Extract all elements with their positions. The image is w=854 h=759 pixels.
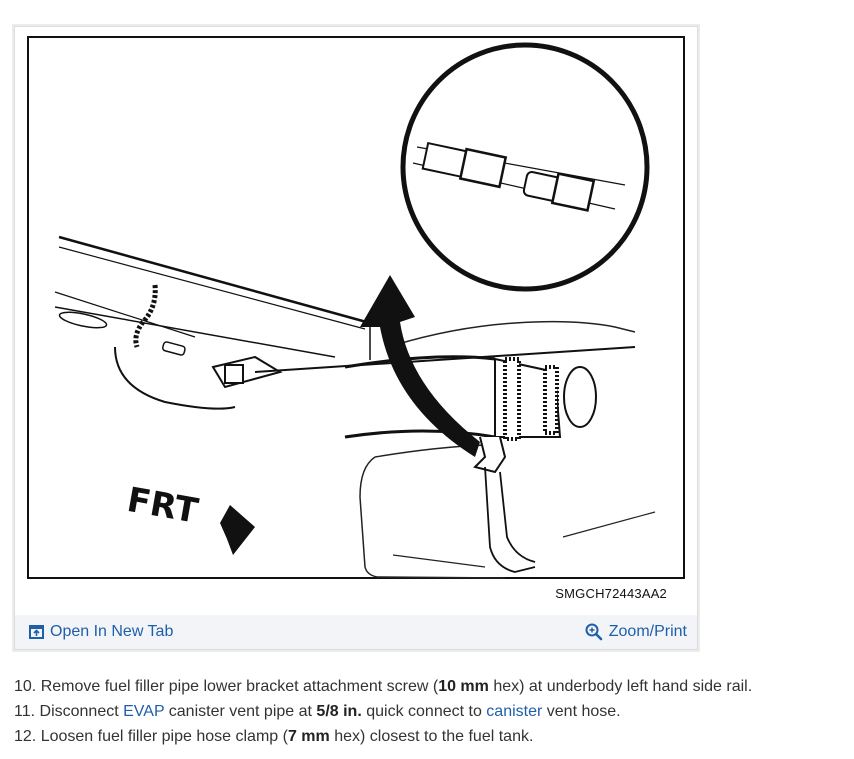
figure-code: SMGCH72443AA2 [555, 586, 667, 601]
figure-card: FRT SMGCH72443AA2 Open In New Tab Zoom/P… [14, 26, 698, 650]
figure-footer: Open In New Tab Zoom/Print [15, 615, 697, 649]
evap-link[interactable]: EVAP [123, 703, 165, 720]
zoom-in-icon [585, 623, 602, 641]
step-number: 12. [14, 728, 37, 745]
spec-value: 7 mm [287, 728, 330, 745]
open-in-new-tab-link[interactable]: Open In New Tab [29, 623, 173, 641]
procedure-steps: 10. Remove fuel filler pipe lower bracke… [14, 674, 844, 749]
step-number: 10. [14, 678, 37, 695]
spec-value: 10 mm [438, 678, 489, 695]
step-10: 10. Remove fuel filler pipe lower bracke… [14, 678, 753, 695]
zoom-print-label: Zoom/Print [608, 623, 687, 640]
spec-value: 5/8 in. [316, 703, 362, 720]
step-12: 12. Loosen fuel filler pipe hose clamp (… [14, 728, 534, 745]
frt-label: FRT [124, 480, 202, 532]
step-11: 11. Disconnect EVAP canister vent pipe a… [14, 703, 621, 720]
step-number: 11. [14, 703, 36, 720]
fuel-filler-pipe-illustration: FRT [27, 36, 685, 579]
open-new-tab-icon [29, 625, 44, 639]
zoom-print-link[interactable]: Zoom/Print [585, 623, 687, 641]
open-in-new-tab-label: Open In New Tab [50, 623, 174, 640]
service-diagram: FRT SMGCH72443AA2 [15, 27, 697, 615]
front-direction-arrow [220, 505, 255, 555]
canister-link[interactable]: canister [486, 703, 543, 720]
